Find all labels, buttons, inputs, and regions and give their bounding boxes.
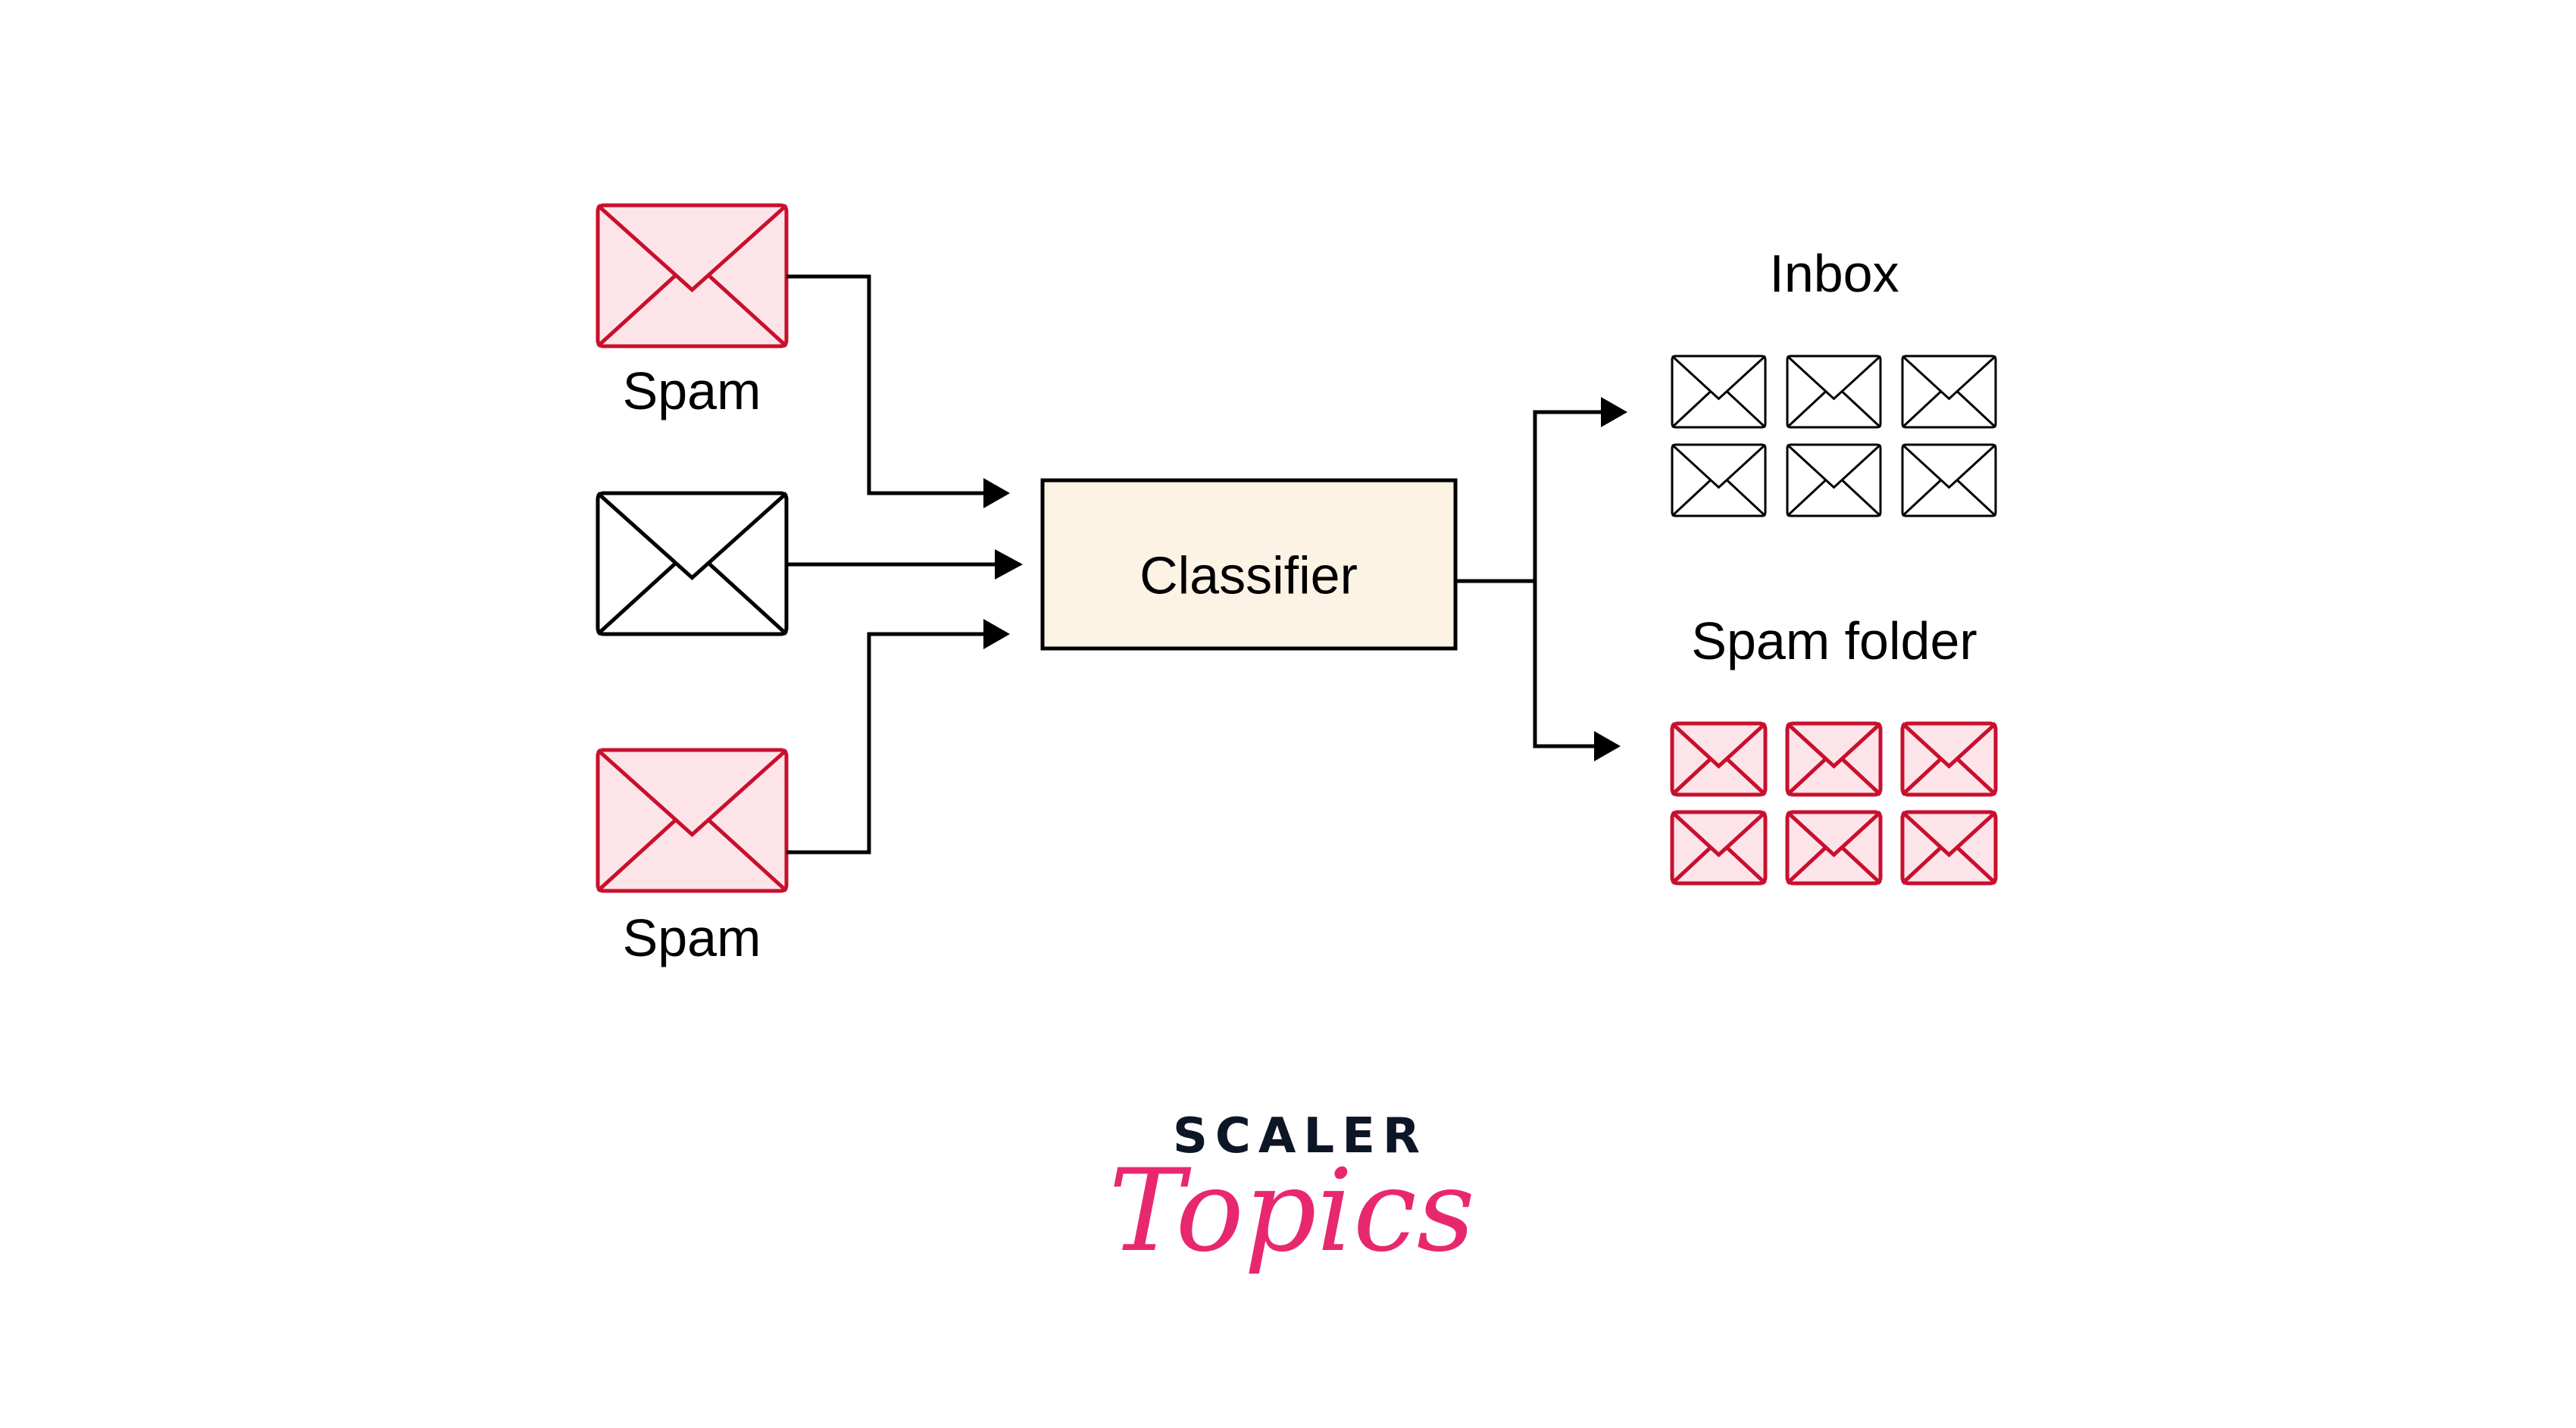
email-icon [1901,355,1997,429]
spam-folder-emails [1670,721,1998,886]
logo-scaler: SCALER [1173,1108,1427,1164]
spam-email-icon [1670,810,1768,886]
input-connectors [786,274,1023,855]
arrowhead-icon [983,619,1010,649]
input-emails [596,203,789,893]
arrowhead-icon [995,549,1023,580]
connector-to-spam-folder [1533,581,1596,748]
logo-topics: Topics [1108,1145,1475,1277]
input-label-spam-top: Spam [623,361,761,420]
spam-email-icon [1900,721,1998,797]
arrowhead-icon [1594,731,1621,761]
connector-to-inbox [1533,410,1602,581]
email-icon [1901,443,1997,517]
input-label-spam-bottom: Spam [623,908,761,967]
classifier-box: Classifier [1040,478,1458,651]
connector-spam-bottom [786,632,985,855]
email-icon [1786,355,1882,429]
email-icon [1671,443,1767,517]
scaler-topics-logo: SCALER Topics [1108,1108,1475,1277]
spam-email-icon [596,748,789,893]
arrowhead-icon [1601,397,1627,427]
arrowhead-icon [983,478,1010,508]
spam-email-icon [596,203,789,348]
classifier-label: Classifier [1140,545,1358,605]
spam-folder-label: Spam folder [1691,611,1977,670]
email-icon [1786,443,1882,517]
inbox-emails [1671,355,1997,517]
spam-email-icon [1785,810,1883,886]
email-icon [1671,355,1767,429]
connector-spam-top [786,274,985,495]
inbox-label: Inbox [1769,244,1899,303]
email-icon [596,491,789,636]
spam-email-icon [1670,721,1768,797]
output-connectors [1455,397,1627,761]
spam-email-icon [1785,721,1883,797]
spam-email-icon [1900,810,1998,886]
